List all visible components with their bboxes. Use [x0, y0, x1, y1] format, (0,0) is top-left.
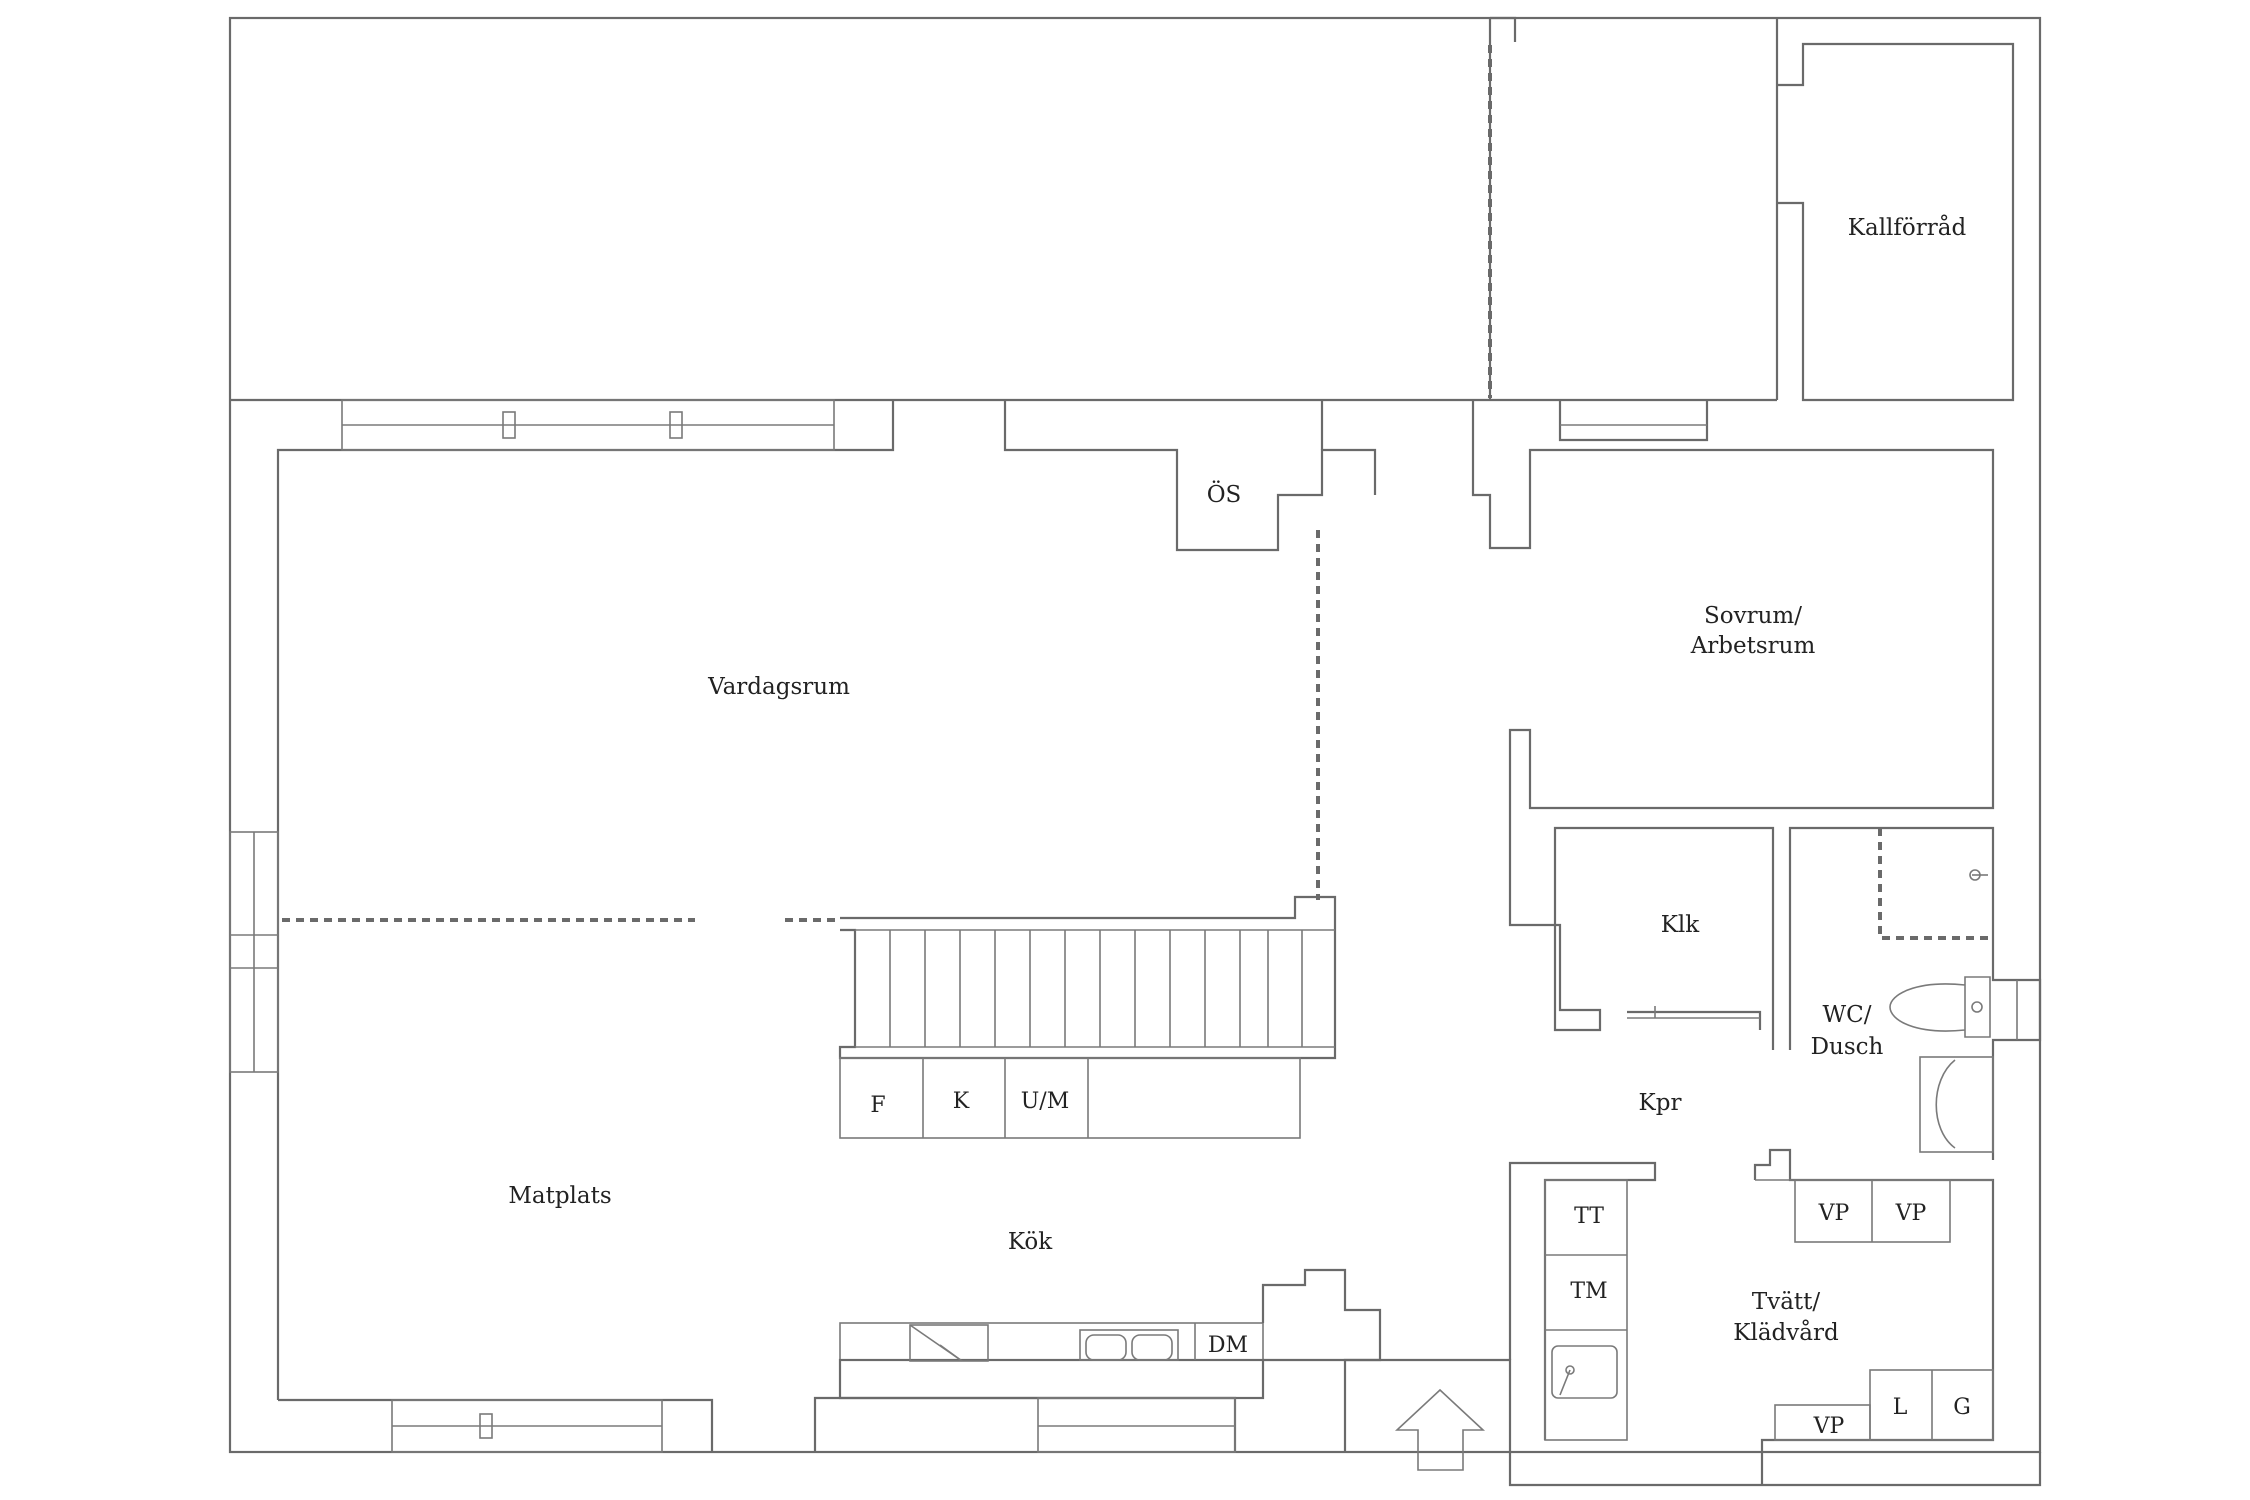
- room-label-wc-2: Dusch: [1811, 1034, 1884, 1060]
- fixture-label-vp-3: VP: [1813, 1414, 1845, 1439]
- room-label-tvatt-2: Klädvård: [1733, 1319, 1839, 1346]
- fixture-label-um: U/M: [1021, 1089, 1069, 1114]
- exterior-walls: [228, 16, 2042, 1454]
- room-label-kpr: Kpr: [1639, 1090, 1682, 1116]
- bedroom-walls: [1471, 400, 2042, 1160]
- fixture-label-f: F: [870, 1093, 885, 1118]
- fixture-label-vp-2: VP: [1895, 1201, 1927, 1226]
- kitchen-counter: [838, 1268, 1382, 1400]
- room-label-kallforrad: Kallförråd: [1848, 214, 1967, 241]
- room-label-matplats: Matplats: [508, 1183, 611, 1209]
- room-label-sovrum-1: Sovrum/: [1704, 603, 1802, 629]
- living-room-walls: [229, 399, 1377, 1400]
- fixture-label-vp-1: VP: [1818, 1201, 1850, 1226]
- toilet-icon: [1889, 976, 1991, 1038]
- room-label-klk: Klk: [1661, 912, 1701, 938]
- fixture-label-l: L: [1893, 1395, 1908, 1420]
- room-label-sovrum-2: Arbetsrum: [1690, 633, 1816, 659]
- fixture-label-tt: TT: [1574, 1204, 1604, 1229]
- entrance: [1343, 1358, 2042, 1487]
- room-label-kok: Kök: [1008, 1229, 1053, 1255]
- kitchen-tall-cabinets: [839, 1057, 1301, 1139]
- staircase: [838, 895, 1337, 1060]
- bottom-windows: [278, 1396, 1237, 1453]
- fixture-label-tm: TM: [1570, 1279, 1607, 1304]
- room-label-os: ÖS: [1207, 481, 1242, 508]
- fixture-labels: F K U/M DM TT TM VP VP VP L G: [870, 1089, 1970, 1439]
- upper-partitions: [1488, 16, 2015, 402]
- fixture-label-dm: DM: [1208, 1333, 1248, 1358]
- room-label-wc-1: WC/: [1823, 1002, 1872, 1028]
- room-label-tvatt-1: Tvätt/: [1752, 1289, 1821, 1315]
- laundry-walls: [1508, 1148, 1995, 1485]
- room-label-vardagsrum: Vardagsrum: [707, 674, 850, 700]
- fixture-label-k: K: [953, 1089, 970, 1114]
- entry-arrow-icon: [1394, 1388, 1486, 1471]
- room-labels: Kallförråd ÖS Vardagsrum Sovrum/ Arbetsr…: [508, 214, 1966, 1346]
- fixture-label-g: G: [1953, 1395, 1971, 1420]
